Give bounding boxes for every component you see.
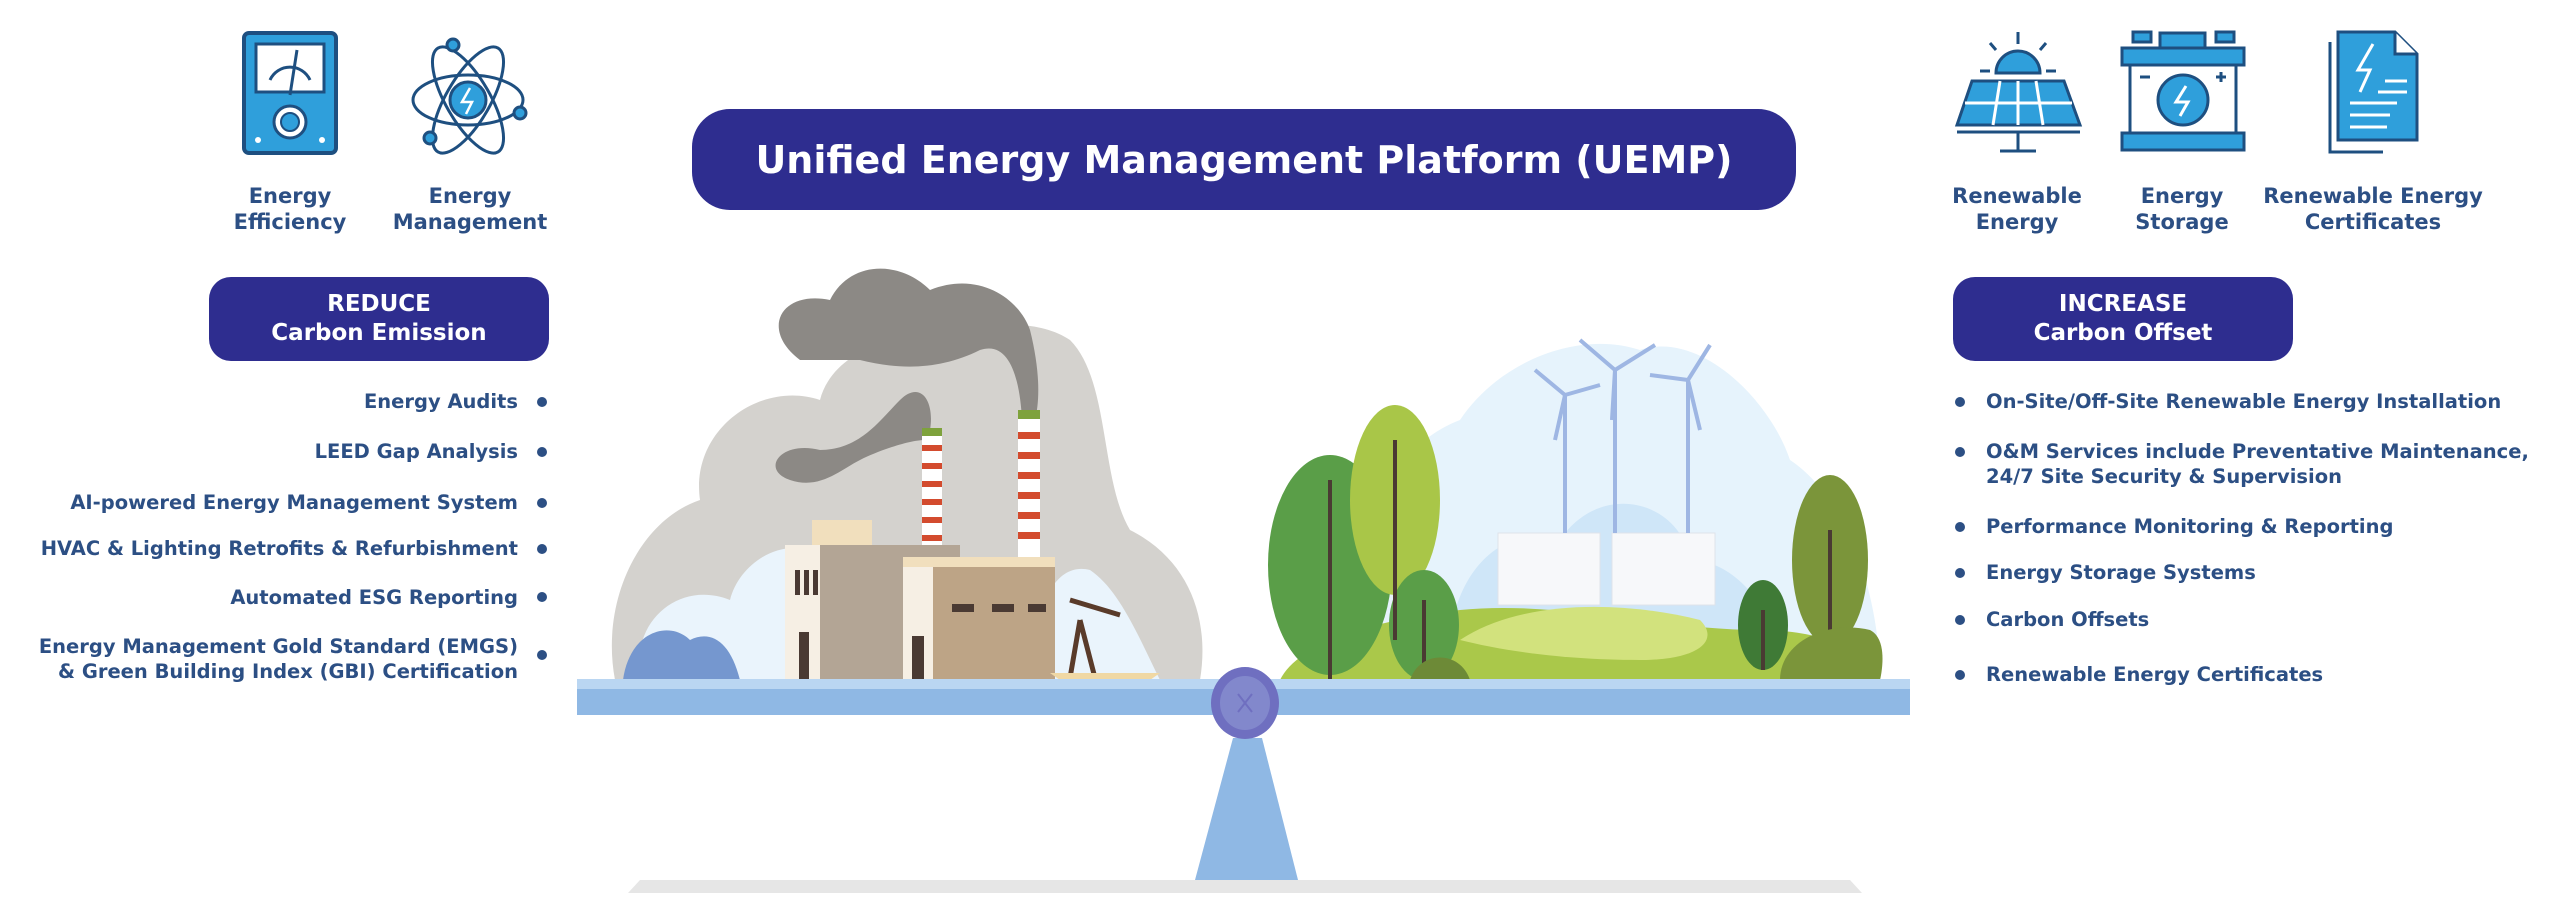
label-line: Energy: [428, 184, 512, 208]
list-item-line: O&M Services include Preventative Mainte…: [1986, 440, 2529, 463]
label-line: Certificates: [2304, 210, 2442, 234]
green-landscape: [1268, 338, 1883, 680]
increase-carbon-offset-box: INCREASE Carbon Offset: [1953, 277, 2293, 361]
list-item: Energy Management Gold Standard (EMGS)& …: [39, 634, 518, 684]
label-line: Energy: [2140, 184, 2224, 208]
bullet-icon: [537, 397, 547, 407]
scale-stand: [1195, 738, 1298, 880]
bullet-icon: [1955, 568, 1965, 578]
label-line: Energy: [248, 184, 332, 208]
box-line1: REDUCE: [327, 291, 431, 317]
list-item: LEED Gap Analysis: [314, 440, 518, 463]
reduce-carbon-emission-box: REDUCE Carbon Emission: [209, 277, 549, 361]
bullet-icon: [1955, 522, 1965, 532]
list-item-line: 24/7 Site Security & Supervision: [1986, 465, 2342, 488]
bullet-icon: [1955, 615, 1965, 625]
bullet-icon: [1955, 670, 1965, 680]
solar-panel-icon: [1954, 32, 2083, 153]
label-line: Management: [392, 210, 548, 234]
label-line: Energy: [1975, 210, 2059, 234]
bullet-icon: [537, 592, 547, 602]
bullet-icon: [537, 544, 547, 554]
page-title: Unified Energy Management Platform (UEMP…: [692, 109, 1796, 210]
list-item: HVAC & Lighting Retrofits & Refurbishmen…: [40, 537, 518, 560]
list-item: Automated ESG Reporting: [230, 586, 518, 609]
factory: [785, 410, 1160, 681]
list-item: O&M Services include Preventative Mainte…: [1986, 439, 2529, 489]
list-item: Performance Monitoring & Reporting: [1986, 515, 2394, 538]
list-item: On-Site/Off-Site Renewable Energy Instal…: [1986, 390, 2502, 413]
list-item: AI-powered Energy Management System: [70, 491, 518, 514]
bullet-icon: [1955, 397, 1965, 407]
battery-icon: [2120, 30, 2246, 152]
page-title-text: Unified Energy Management Platform (UEMP…: [755, 137, 1733, 182]
list-item: Carbon Offsets: [1986, 608, 2150, 631]
box-line1: INCREASE: [2058, 291, 2188, 317]
label-line: Storage: [2135, 210, 2229, 234]
box-line2: Carbon Emission: [271, 320, 487, 346]
meter-gauge-icon: [242, 31, 338, 155]
list-item: Energy Audits: [363, 390, 518, 413]
bullet-icon: [1955, 447, 1965, 457]
bullet-icon: [537, 447, 547, 457]
list-item: Energy Storage Systems: [1986, 561, 2256, 584]
bullet-icon: [537, 498, 547, 508]
box-line2: Carbon Offset: [2033, 320, 2213, 346]
scale-base: [628, 880, 1862, 893]
label-line: Efficiency: [233, 210, 347, 234]
pivot-x-icon: [1237, 693, 1253, 713]
list-item-line: Energy Management Gold Standard (EMGS): [38, 635, 518, 658]
bullet-icon: [537, 650, 547, 660]
list-item: Renewable Energy Certificates: [1986, 663, 2324, 686]
atom-energy-icon: [411, 37, 528, 155]
label-line: Renewable Energy: [2263, 184, 2483, 208]
label-line: Renewable: [1952, 184, 2082, 208]
certificate-document-icon: [2328, 30, 2419, 154]
list-item-line: & Green Building Index (GBI) Certificati…: [58, 660, 518, 683]
